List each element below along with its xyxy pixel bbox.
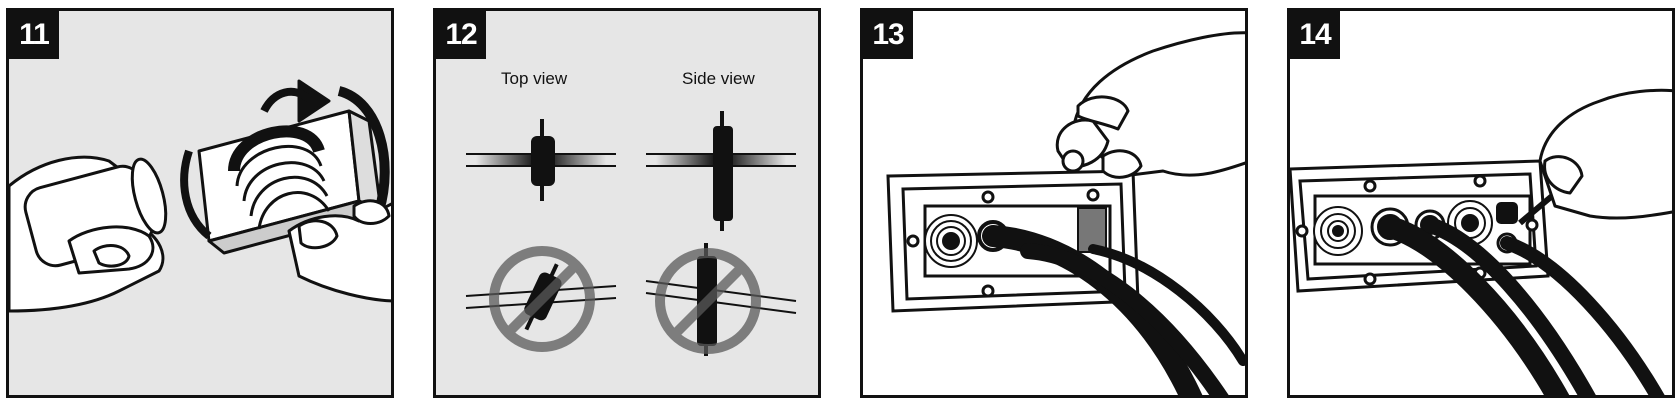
- top-view-label: Top view: [501, 69, 568, 88]
- step-12-panel: 12 Top view Side view: [433, 8, 821, 398]
- hand-with-tool: [1518, 88, 1672, 226]
- step-number-badge: 13: [863, 11, 913, 59]
- hand-inserting-grommet: [1055, 31, 1245, 179]
- step-11-illustration: [9, 79, 391, 313]
- prohibition-icon: [655, 248, 761, 354]
- step-13-panel: 13: [860, 8, 1248, 398]
- cable-bundle: [982, 225, 1245, 395]
- correct-side-view-diagram: [646, 111, 796, 231]
- step-number-badge: 14: [1290, 11, 1340, 59]
- step-13-illustration: [886, 31, 1245, 395]
- right-hand-illustration: [287, 199, 391, 303]
- correct-top-view-diagram: [466, 119, 616, 201]
- step-12-illustration: [465, 111, 797, 356]
- step-14-panel: 14: [1287, 8, 1675, 398]
- step-14-illustration: [1290, 88, 1672, 395]
- incorrect-side-view-diagram: [645, 243, 797, 356]
- left-hand-illustration: [9, 155, 168, 313]
- side-view-label: Side view: [682, 69, 755, 88]
- prohibition-icon: [489, 246, 595, 352]
- step-number-badge: 12: [436, 11, 486, 59]
- incorrect-top-view-diagram: [465, 246, 617, 352]
- installed-cables: [1379, 216, 1665, 395]
- step-number-badge: 11: [9, 11, 59, 59]
- step-11-panel: 11: [6, 8, 394, 398]
